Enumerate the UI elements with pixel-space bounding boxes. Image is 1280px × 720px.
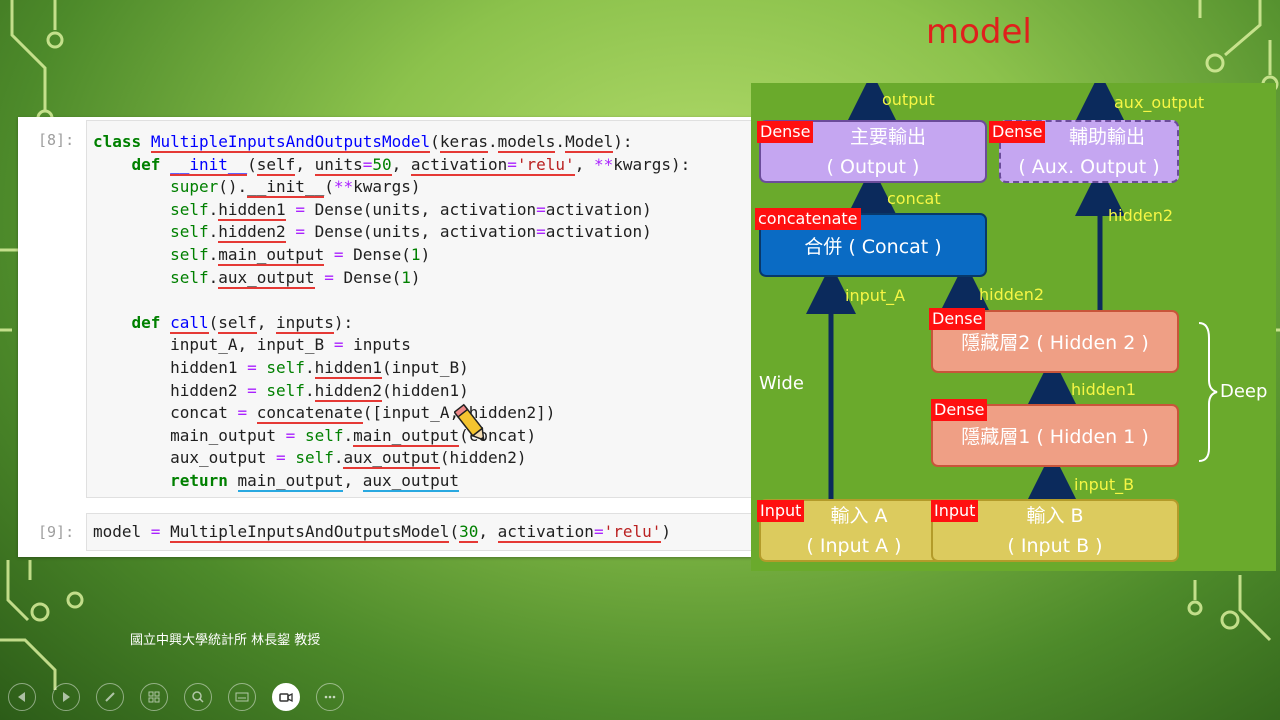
hidden2-mid-label: hidden2 (979, 285, 1045, 304)
camera-icon[interactable] (272, 683, 300, 711)
code-line: self.aux_output = Dense(1) (170, 267, 421, 289)
hidden1-node-title: 隱藏層1 ( Hidden 1 ) (961, 426, 1149, 448)
code-line: self.hidden2 = Dense(units, activation=a… (170, 222, 652, 244)
code-line: def __init__(self, units=50, activation=… (131, 154, 691, 176)
input-a-title: 輸入 A (830, 505, 888, 527)
zoom-icon[interactable] (184, 683, 212, 711)
subtitles-icon[interactable] (228, 683, 256, 711)
slides-icon[interactable] (140, 683, 168, 711)
aux-node-subtitle: ( Aux. Output ) (1018, 156, 1160, 178)
cell-prompt: [9]: (38, 523, 75, 541)
code-line: hidden1 = self.hidden1(input_B) (93, 357, 469, 379)
cell-input[interactable]: class MultipleInputsAndOutputsModel(kera… (86, 120, 752, 498)
code-line: concat = concatenate([input_A, hidden2]) (93, 403, 556, 425)
code-line: model = MultipleInputsAndOutputsModel(30… (93, 522, 672, 543)
input-b-subtitle: ( Input B ) (1007, 535, 1103, 557)
slide-title: model (926, 12, 1032, 52)
input-tag: Input (931, 500, 979, 522)
aux-output-label: aux_output (1114, 93, 1205, 112)
concat-label: concat (887, 189, 941, 208)
input-tag: Input (757, 500, 805, 522)
input-a-label: input_A (845, 286, 906, 305)
code-lines: model = MultipleInputsAndOutputsModel(30… (93, 521, 671, 544)
code-line (93, 289, 690, 312)
code-line: self.main_output = Dense(1) (170, 244, 431, 266)
input-a-subtitle: ( Input A ) (806, 535, 902, 557)
input-b-label: input_B (1074, 475, 1135, 494)
output-node-title: 主要輸出 (849, 126, 926, 148)
hidden1-label: hidden1 (1071, 380, 1137, 399)
deep-label: Deep (1220, 381, 1268, 402)
dense-tag: Dense (757, 121, 814, 143)
dense-tag: Dense (929, 308, 986, 330)
code-line: hidden2 = self.hidden2(hidden1) (93, 380, 469, 402)
hidden2-right-label: hidden2 (1108, 206, 1174, 225)
cell-input[interactable]: model = MultipleInputsAndOutputsModel(30… (86, 513, 752, 551)
model-architecture-diagram: 主要輸出 ( Output ) Dense 輔助輸出 ( Aux. Output… (751, 83, 1276, 571)
hidden2-node-title: 隱藏層2 ( Hidden 2 ) (961, 332, 1149, 354)
hidden1-node: 隱藏層1 ( Hidden 1 ) (931, 404, 1179, 467)
concat-node-title: 合併 ( Concat ) (804, 236, 942, 258)
diagram-arrows (806, 83, 1218, 501)
footer-credit: 國立中興大學統計所 林長鋆 教授 (130, 633, 321, 648)
code-line: self.hidden1 = Dense(units, activation=a… (170, 199, 652, 221)
wide-label: Wide (759, 373, 804, 394)
input-b-title: 輸入 B (1026, 505, 1084, 527)
code-line: main_output = self.main_output(concat) (93, 425, 537, 447)
code-line: input_A, input_B = inputs (93, 335, 411, 355)
code-line: return main_output, aux_output (170, 470, 460, 492)
code-line: def call(self, inputs): (131, 312, 354, 334)
code-line: class MultipleInputsAndOutputsModel(kera… (93, 132, 633, 153)
cell-prompt: [8]: (38, 131, 75, 149)
output-label: output (882, 90, 935, 109)
notebook-code-panel: [8]: class MultipleInputsAndOutputsModel… (18, 117, 752, 557)
output-node-subtitle: ( Output ) (826, 156, 920, 178)
dense-tag: Dense (931, 399, 988, 421)
concatenate-tag: concatenate (755, 208, 861, 230)
pencil-cursor-icon (454, 403, 485, 442)
pen-icon[interactable] (96, 683, 124, 711)
code-line: aux_output = self.aux_output(hidden2) (93, 448, 527, 470)
next-icon[interactable] (52, 683, 80, 711)
dense-tag: Dense (989, 121, 1046, 143)
prev-icon[interactable] (8, 683, 36, 711)
more-icon[interactable] (316, 683, 344, 711)
aux-output-node: 輔助輸出 ( Aux. Output ) (999, 120, 1179, 183)
code-line: super().__init__(**kwargs) (170, 177, 421, 199)
code-lines: class MultipleInputsAndOutputsModel(kera… (93, 131, 690, 493)
aux-node-title: 輔助輸出 (1068, 126, 1145, 148)
